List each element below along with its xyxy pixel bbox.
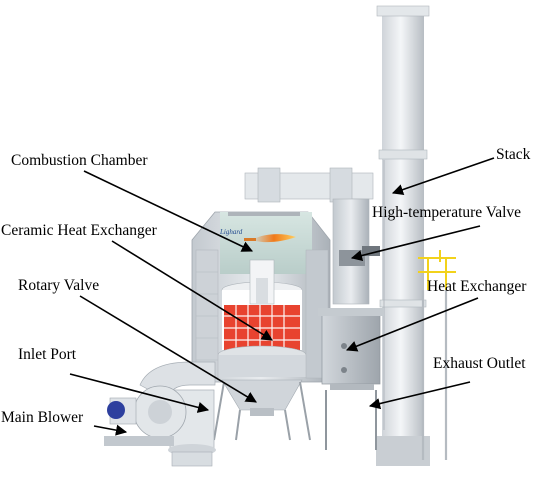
ceramic-media-bed — [224, 305, 300, 353]
rotary-valve-hopper — [213, 379, 311, 441]
brand-logo: Lighard — [219, 228, 243, 236]
label-stack: Stack — [496, 146, 531, 163]
label-exhaust-outlet: Exhaust Outlet — [433, 355, 526, 372]
label-rotary-valve: Rotary Valve — [18, 277, 100, 294]
label-inlet-port: Inlet Port — [18, 346, 77, 363]
arrow-heat-exchanger — [345, 297, 479, 352]
arrow-rotary-valve — [79, 295, 257, 403]
arrow-exhaust-outlet — [368, 381, 471, 410]
label-heat-exchanger: Heat Exchanger — [427, 278, 527, 295]
flame-icon — [252, 234, 296, 243]
label-main-blower: Main Blower — [1, 409, 84, 426]
arrow-ceramic-heat-exchanger — [111, 240, 273, 341]
stack-chimney — [376, 5, 430, 466]
arrow-high-temperature-valve — [350, 225, 481, 261]
callout-arrows — [69, 157, 495, 436]
arrow-inlet-port — [69, 373, 210, 413]
arrow-main-blower — [93, 424, 128, 436]
service-platform — [418, 250, 456, 290]
rto-housing: Lighard — [191, 211, 331, 383]
arrow-stack — [391, 157, 495, 195]
heat-exchanger-unit — [318, 308, 384, 450]
label-combustion-chamber: Combustion Chamber — [11, 152, 148, 169]
label-ceramic-heat-exchanger: Ceramic Heat Exchanger — [1, 222, 157, 239]
arrow-combustion-chamber — [83, 170, 254, 252]
main-blower — [104, 385, 187, 446]
label-high-temperature-valve: High-temperature Valve — [372, 204, 522, 221]
